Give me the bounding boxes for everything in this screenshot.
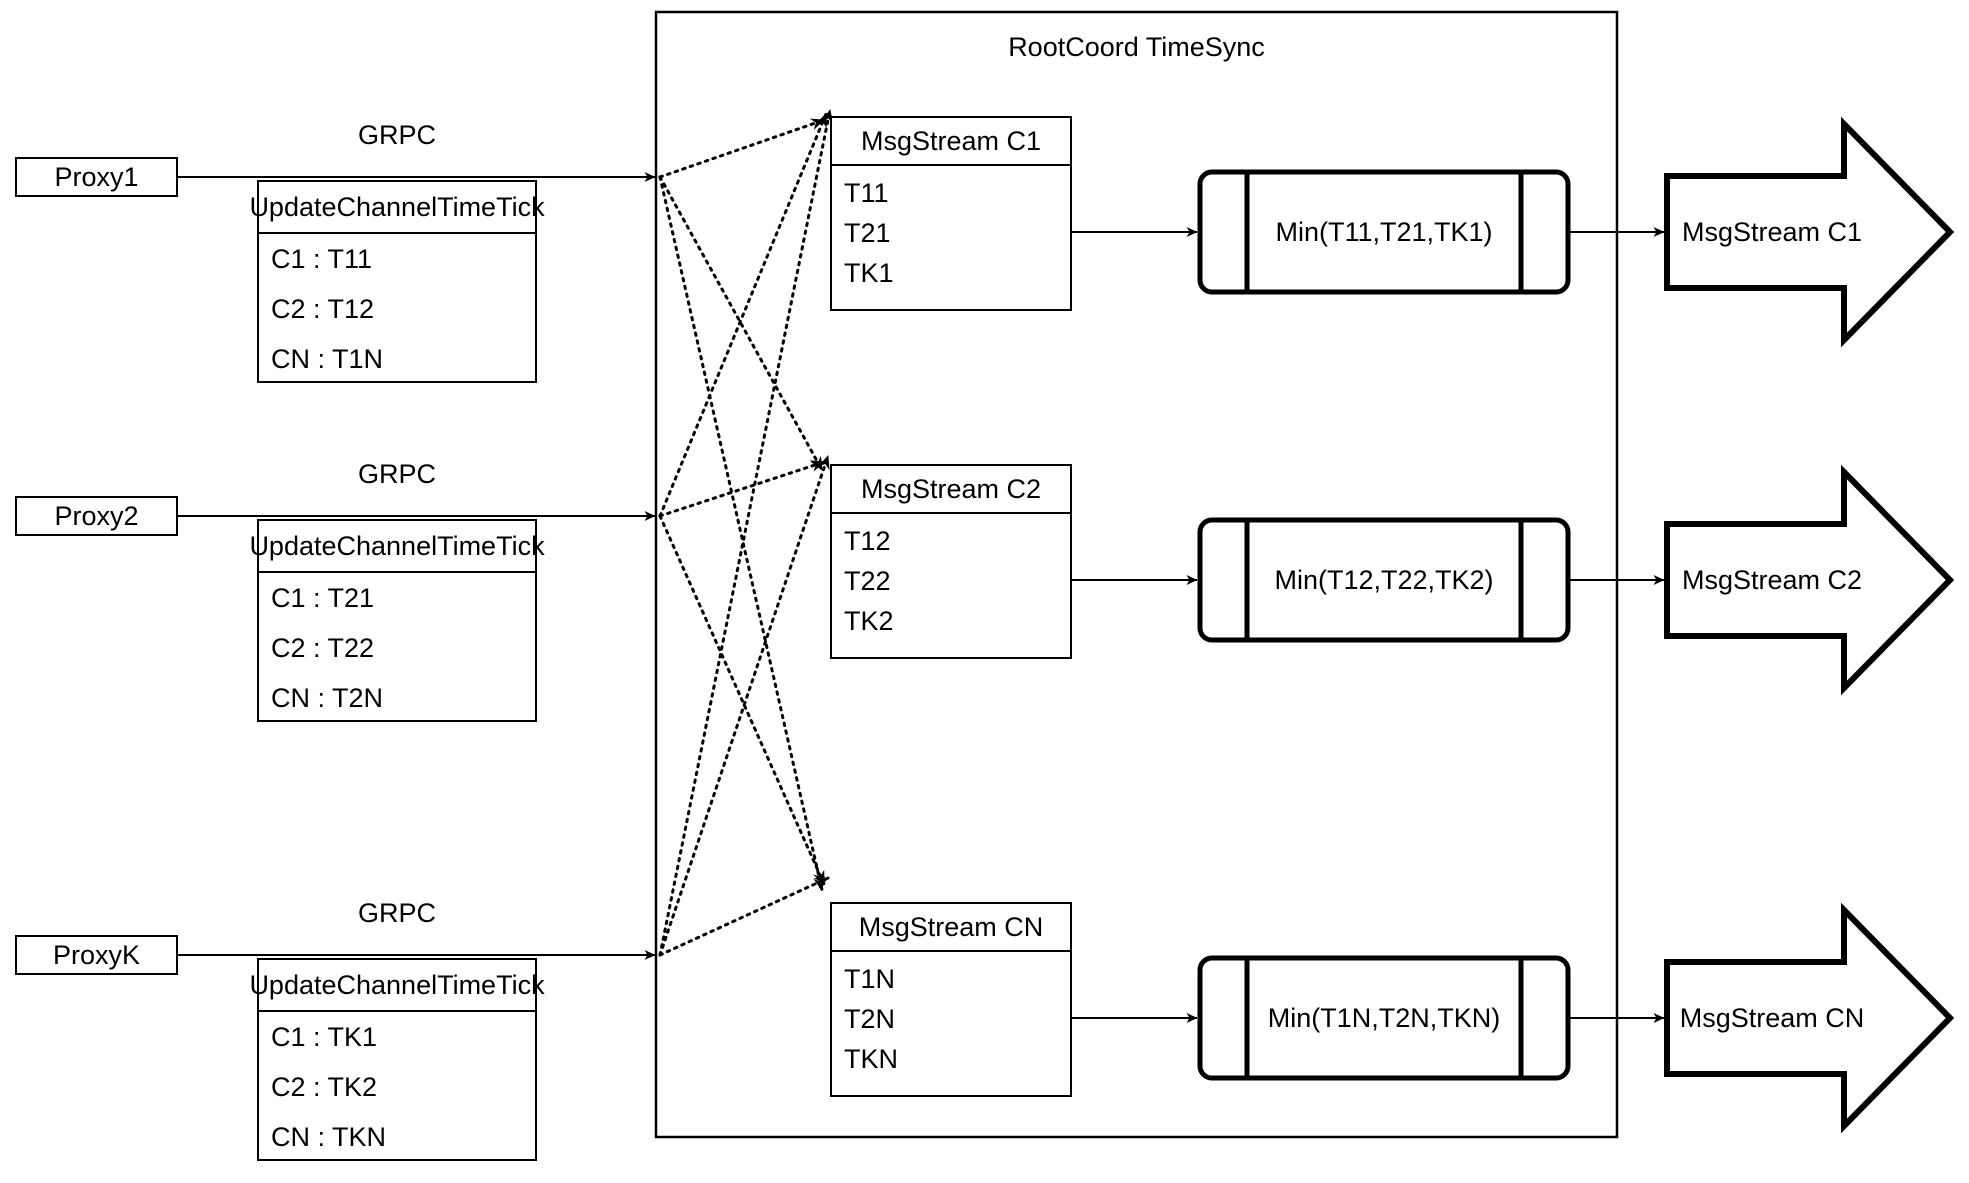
rootcoord-timesync-container: [654, 10, 1619, 1139]
tick-cn-2: TKN: [844, 1044, 898, 1074]
min-label-c1: Min(T11,T21,TK1): [1275, 217, 1493, 247]
rpc-title-1: UpdateChannelTimeTick: [249, 182, 545, 234]
dispatch-pk-c2: [658, 454, 830, 957]
msgstream-title-text-cn: MsgStream CN: [858, 911, 1044, 942]
msgstream-title-text-c2: MsgStream C2: [860, 473, 1042, 504]
proxy-box-1[interactable]: Proxy1: [15, 157, 178, 197]
output-label-c2: MsgStream C2: [1681, 565, 1863, 595]
rpc-box-2[interactable]: UpdateChannelTimeTick C1 : T21 C2 : T22 …: [249, 519, 545, 722]
rpc-row-2-2: CN : T2N: [271, 683, 384, 713]
rpc-row-1-2: CN : T1N: [271, 344, 384, 374]
msgstream-title-text-c1: MsgStream C1: [860, 125, 1042, 156]
dispatch-p2-cn: [658, 514, 826, 886]
rpc-title-text-2: UpdateChannelTimeTick: [249, 530, 545, 561]
dispatch-p1-cn: [658, 175, 825, 892]
tick-c2-2: TK2: [844, 606, 894, 636]
grpc-connector-group: [177, 172, 656, 960]
proxy-label-1: Proxy1: [54, 161, 139, 192]
proxy-label-k: ProxyK: [52, 939, 141, 970]
min-process-group: [1197, 169, 1571, 1081]
rpc-row-2-0: C1 : T21: [271, 583, 375, 613]
grpc-label-1: GRPC: [357, 120, 436, 150]
min-to-output-edges: [1568, 227, 1665, 1023]
rpc-row-1-0: C1 : T11: [271, 244, 373, 274]
output-arrow-cn: [1664, 902, 1955, 1134]
output-arrow-group: [1664, 116, 1955, 1134]
msgstream-title-c2: MsgStream C2: [832, 466, 1070, 514]
min-label-cn: Min(T1N,T2N,TKN): [1267, 1003, 1501, 1033]
msgstream-title-c1: MsgStream C1: [832, 118, 1070, 166]
tick-c1-2: TK1: [844, 258, 894, 288]
rpc-title-text-1: UpdateChannelTimeTick: [249, 191, 545, 222]
rpc-row-1-1: C2 : T12: [271, 294, 375, 324]
rpc-row-k-0: C1 : TK1: [271, 1022, 378, 1052]
rpc-row-2-1: C2 : T22: [271, 633, 375, 663]
tick-c2-0: T12: [844, 526, 891, 556]
container-title: RootCoord TimeSync: [1008, 32, 1265, 62]
rpc-title-2: UpdateChannelTimeTick: [249, 521, 545, 573]
rpc-row-k-2: CN : TKN: [271, 1122, 387, 1152]
timetick-dispatch-edges: [658, 108, 834, 957]
dispatch-p2-c2: [658, 460, 826, 518]
tick-c1-1: T21: [844, 218, 891, 248]
rpc-title-text-k: UpdateChannelTimeTick: [249, 969, 545, 1000]
grpc-label-k: GRPC: [357, 898, 436, 928]
rpc-box-1[interactable]: UpdateChannelTimeTick C1 : T11 C2 : T12 …: [249, 180, 545, 383]
output-label-cn: MsgStream CN: [1679, 1003, 1865, 1033]
tick-c1-0: T11: [844, 178, 889, 208]
dispatch-p1-c1: [658, 118, 826, 179]
rpc-box-k[interactable]: UpdateChannelTimeTick C1 : TK1 C2 : TK2 …: [249, 958, 545, 1161]
min-label-c2: Min(T12,T22,TK2): [1274, 565, 1494, 595]
tick-c2-1: T22: [844, 566, 891, 596]
rpc-row-k-1: C2 : TK2: [271, 1072, 378, 1102]
msgstream-box-c2[interactable]: MsgStream C2 T12 T22 TK2: [830, 464, 1072, 659]
output-arrow-c1: [1664, 116, 1955, 348]
tick-cn-1: T2N: [844, 1004, 896, 1034]
tick-cn-0: T1N: [844, 964, 896, 994]
grpc-label-2: GRPC: [357, 459, 436, 489]
dispatch-pk-cn: [658, 876, 830, 957]
stream-to-min-edges: [1072, 227, 1198, 1023]
rpc-title-k: UpdateChannelTimeTick: [249, 960, 545, 1012]
msgstream-title-cn: MsgStream CN: [832, 904, 1070, 952]
dispatch-p2-c1: [658, 112, 828, 518]
proxy-label-2: Proxy2: [54, 500, 139, 531]
msgstream-box-cn[interactable]: MsgStream CN T1N T2N TKN: [830, 902, 1072, 1097]
proxy-box-2[interactable]: Proxy2: [15, 496, 178, 536]
dispatch-pk-c1: [658, 108, 834, 957]
output-label-c1: MsgStream C1: [1681, 217, 1863, 247]
proxy-box-k[interactable]: ProxyK: [15, 935, 178, 975]
msgstream-box-c1[interactable]: MsgStream C1 T11 T21 TK1: [830, 116, 1072, 311]
output-arrow-c2: [1664, 464, 1955, 696]
